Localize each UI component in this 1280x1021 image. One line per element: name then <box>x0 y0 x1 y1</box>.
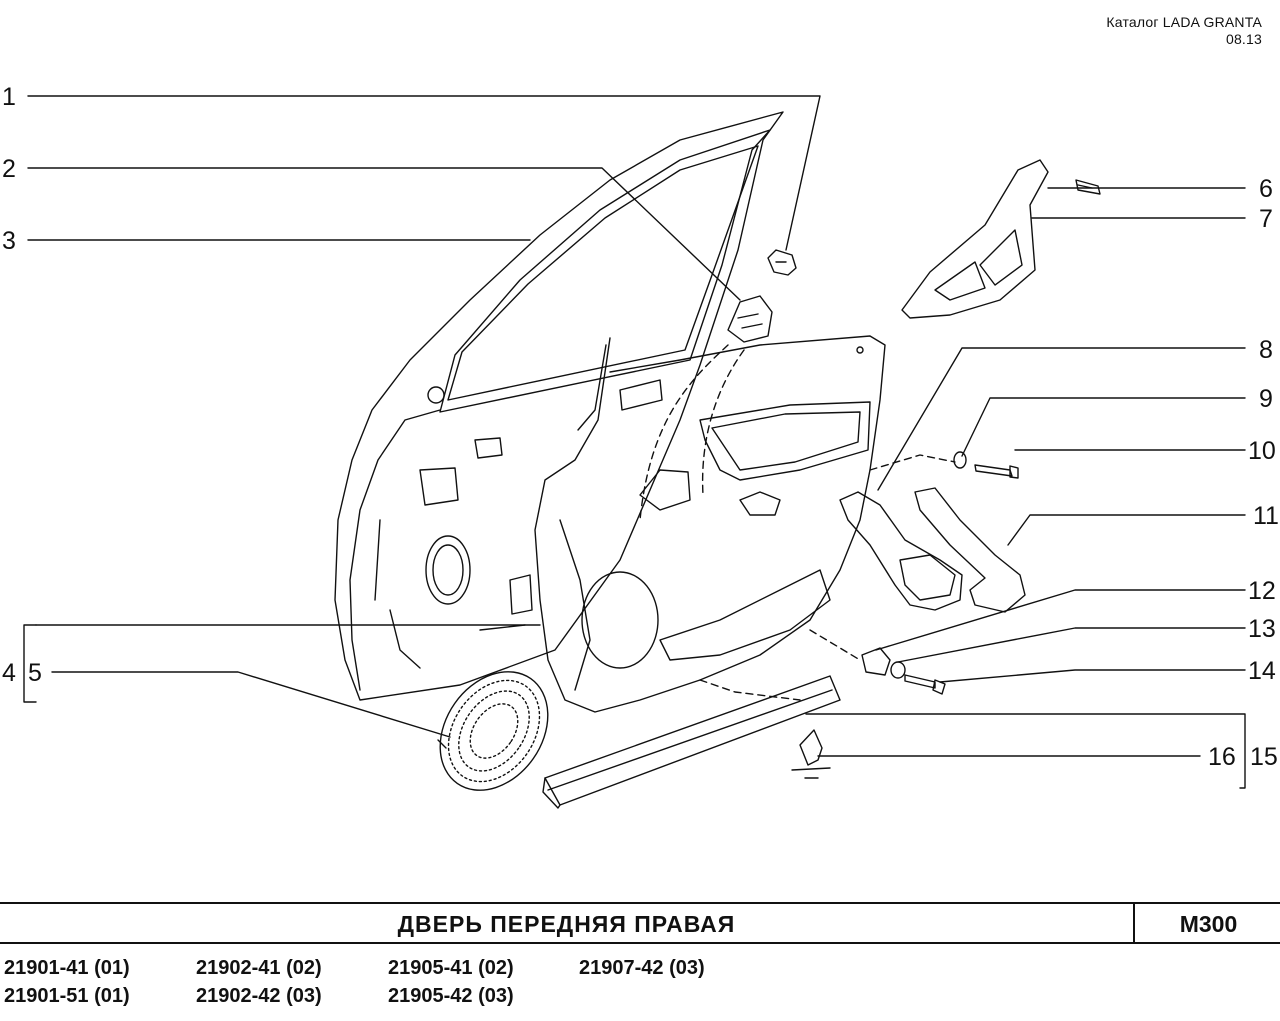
callout-7: 7 <box>1259 205 1273 233</box>
door-handle <box>839 487 1026 613</box>
callout-1: 1 <box>2 83 16 111</box>
callout-13: 13 <box>1248 615 1276 643</box>
door-trim-panel <box>534 335 886 713</box>
callout-11: 11 <box>1253 502 1279 530</box>
speaker-grille <box>437 671 549 791</box>
callout-5: 5 <box>28 659 42 687</box>
callout-16: 16 <box>1208 743 1236 771</box>
fasteners <box>861 451 1019 695</box>
callout-6: 6 <box>1259 175 1273 203</box>
catalog-name: Каталог LADA GRANTA <box>1106 14 1262 30</box>
model-code: 21902-41 (02) <box>196 957 322 979</box>
bracket-part-2 <box>727 295 773 343</box>
callout-2: 2 <box>2 155 16 183</box>
model-code: 21905-42 (03) <box>388 985 514 1007</box>
page-title: ДВЕРЬ ПЕРЕДНЯЯ ПРАВАЯ <box>397 911 736 937</box>
callout-8: 8 <box>1259 336 1273 364</box>
model-code: 21905-41 (02) <box>388 957 514 979</box>
handle-bracket <box>901 159 1101 319</box>
callout-3: 3 <box>2 227 16 255</box>
leader-lines <box>23 95 1246 789</box>
model-code: 21901-51 (01) <box>4 985 130 1007</box>
title-bar: ДВЕРЬ ПЕРЕДНЯЯ ПРАВАЯ M300 <box>0 902 1280 944</box>
callout-10: 10 <box>1248 437 1276 465</box>
clip-part-1 <box>767 249 797 276</box>
page-code: M300 <box>1133 904 1280 942</box>
door-shell <box>334 111 784 701</box>
callout-9: 9 <box>1259 385 1273 413</box>
model-code: 21901-41 (01) <box>4 957 130 979</box>
callout-12: 12 <box>1248 577 1276 605</box>
callout-4: 4 <box>2 659 16 687</box>
parts-diagram: 1 2 3 4 5 6 7 8 9 10 11 12 13 14 15 16 <box>2 83 1279 809</box>
assembly-arrows <box>639 344 956 701</box>
model-code: 21907-42 (03) <box>579 957 705 979</box>
callout-14: 14 <box>1248 657 1276 685</box>
model-code: 21902-42 (03) <box>196 985 322 1007</box>
catalog-header: Каталог LADA GRANTA 08.13 <box>1106 14 1262 48</box>
callout-15: 15 <box>1250 743 1278 771</box>
sill-trim <box>542 675 841 809</box>
catalog-date: 08.13 <box>1225 31 1262 47</box>
callout-numbers: 1 2 3 4 5 6 7 8 9 10 11 12 13 14 15 16 <box>2 83 1279 771</box>
